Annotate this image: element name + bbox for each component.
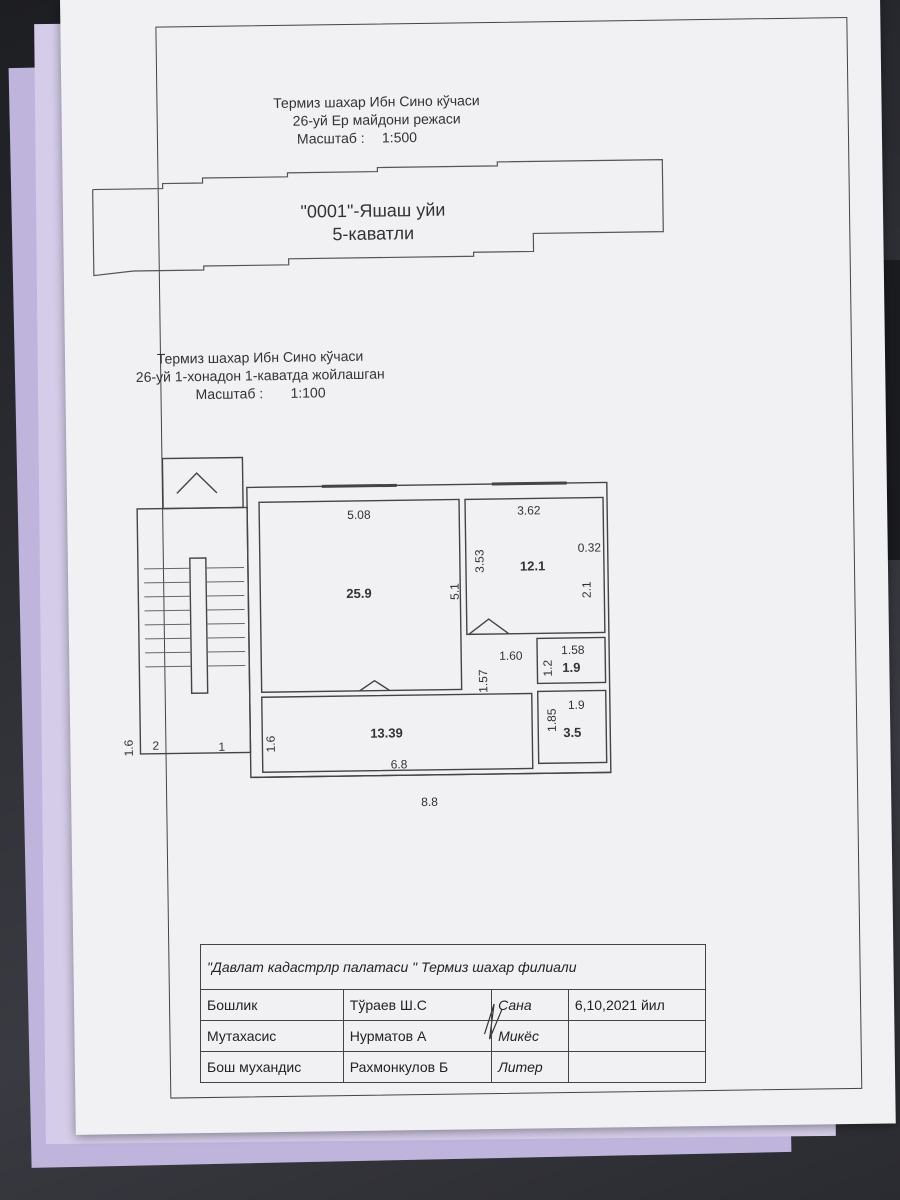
name-cell: Нурматов А (342, 1020, 493, 1052)
door-arc (468, 618, 510, 635)
field-cell: Сана (491, 989, 569, 1021)
inner-wall (250, 771, 611, 779)
dimension-label: 1.6 (121, 739, 136, 757)
dimension-label: 1.9 (567, 697, 585, 712)
apartment-outer (246, 481, 612, 779)
floor-plan-scale-label: Масштаб : (195, 385, 264, 403)
value-cell (567, 1020, 707, 1052)
field-cell: Микёс (491, 1020, 569, 1052)
title-block-org: "Давлат кадастрлр палатаси " Термиз шаха… (200, 944, 706, 990)
window (491, 481, 567, 486)
document-page: Термиз шахар Ибн Сино кўчаси 26-уй Ер ма… (60, 0, 896, 1135)
area-label: 1.9 (562, 659, 581, 676)
door-arc (176, 472, 218, 494)
role-cell: Бош мухандис (200, 1051, 344, 1083)
dimension-label: 8.8 (421, 794, 439, 810)
small-room-2 (536, 689, 608, 765)
dimension-label: 1.58 (561, 642, 585, 658)
area-label: 13.39 (370, 725, 403, 741)
stair-label: 2 (152, 738, 160, 753)
field-cell: Литер (491, 1051, 569, 1083)
dimension-label: 0.32 (577, 540, 602, 555)
dimension-label: 1.60 (499, 648, 523, 663)
title-block-row: Бош мухандис Рахмонкулов Б Литер (200, 1051, 707, 1083)
room-right (464, 496, 606, 636)
value-cell (567, 1051, 707, 1083)
dimension-label: 6.8 (390, 757, 408, 772)
hall (261, 692, 534, 773)
dimension-label: 5.1 (447, 583, 462, 600)
dimension-label: 1.2 (540, 659, 555, 677)
building-floors: 5-каватли (332, 223, 415, 245)
title-block-table: "Давлат кадастрлр палатаси " Термиз шаха… (200, 944, 707, 1083)
title-block-header-row: "Давлат кадастрлр палатаси " Термиз шаха… (200, 944, 706, 990)
title-block-row: Бошлик Тўраев Ш.С Сана 6,10,2021 йил (200, 989, 707, 1021)
dimension-label: 5.08 (347, 507, 371, 523)
building-name: "0001"-Яшаш уйи (300, 199, 446, 222)
dimension-label: 1.6 (263, 735, 278, 753)
floor-plan-scale-value: 1:100 (290, 384, 326, 401)
name-cell: Тўраев Ш.С (342, 989, 493, 1021)
stair-wall (136, 506, 252, 755)
role-cell: Мутахасис (200, 1020, 344, 1052)
room-big (258, 498, 463, 693)
small-room-1 (536, 636, 607, 685)
value-cell: 6,10,2021 йил (567, 989, 707, 1021)
stair-well (189, 557, 209, 694)
drawing-layer (92, 158, 664, 1040)
area-label: 25.9 (346, 585, 372, 602)
floor-plan (136, 456, 612, 779)
name-cell: Рахмонкулов Б (342, 1051, 493, 1083)
building-outline (92, 158, 664, 277)
stair-outer (161, 456, 244, 510)
role-cell: Бошлик (200, 989, 344, 1021)
dimension-label: 1.57 (476, 669, 491, 693)
area-label: 3.5 (563, 724, 582, 741)
stair-label: 1 (218, 739, 226, 754)
dimension-label: 1.85 (544, 708, 559, 732)
dimension-label: 3.62 (517, 503, 541, 518)
door-arc (359, 679, 391, 692)
area-label: 12.1 (519, 558, 546, 574)
dimension-label: 2.1 (579, 581, 594, 599)
dimension-label: 3.53 (472, 549, 487, 573)
window (321, 483, 397, 488)
title-block-row: Мутахасис Нурматов А Микёс (200, 1020, 707, 1052)
stair-steps (143, 566, 246, 668)
